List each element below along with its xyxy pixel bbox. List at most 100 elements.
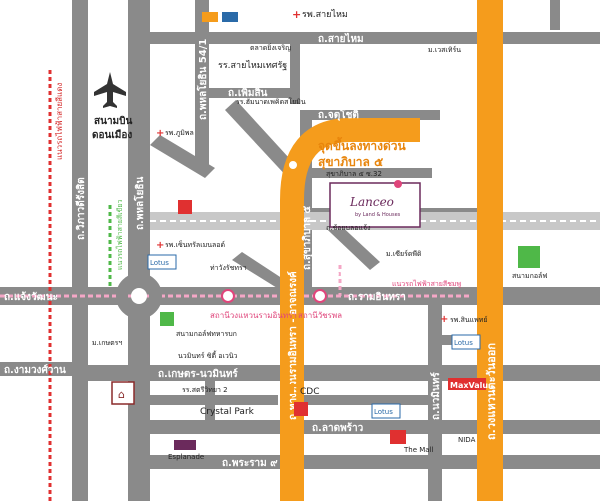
label-phahon-yothin: ถ.พหลโยธิน: [133, 177, 146, 230]
landmark-esplanade: Esplanade: [168, 453, 204, 461]
airport-label-line2: ดอนเมือง: [92, 129, 132, 141]
landmark-bhumibol: รพ.ภูมิพล: [165, 129, 194, 137]
road-right-vertical: [550, 0, 560, 30]
label-chotana: ถ.จตุโชติ: [318, 108, 359, 121]
road-small-vertical: [205, 381, 215, 421]
expressway-junction-line1: จุดขึ้นลงทางด่วน: [318, 136, 406, 154]
landmark-sommanat: รร.ฮัมนาดเพคิดสโยมิน: [236, 97, 306, 106]
landmark-sai-mai-hosp: รพ.สายไหม: [302, 9, 348, 20]
cdc-icon: [284, 384, 294, 394]
landmark-watcharapon: ม.เซียร์ดพีดิ: [386, 250, 422, 258]
landmark-nida: NIDA: [458, 436, 476, 444]
expressway-eastern-label: ถ.วงแหวนตะวันออก: [485, 343, 498, 440]
road-soi32: [312, 168, 432, 178]
roundabout-center: [131, 288, 147, 304]
road-phermsin-vertical: [290, 44, 300, 104]
project-tagline: by Land & Houses: [355, 212, 401, 218]
landmark-tops: ท่าวังรัชทรา: [210, 264, 247, 272]
golf-icon: [160, 312, 174, 326]
central-icon-2: [294, 402, 308, 416]
shop-icon-top: [202, 12, 218, 22]
landmark-maxvalu: MaxValu: [450, 381, 488, 390]
road-diagonal-sommanat: [225, 100, 300, 180]
airplane-icon: [94, 72, 126, 108]
project-logo-box: [329, 182, 421, 228]
road-lat-phrao: [150, 420, 600, 434]
carrefour-icon: [222, 12, 238, 22]
label-kaset-nawamin: ถ.เกษตร-นวมินทร์: [158, 368, 238, 380]
landmark-mvalley: ม.เวสเทิร์น: [428, 46, 461, 54]
expressway: [280, 0, 503, 501]
road-kaset-nawamin: [88, 365, 600, 381]
lotus-icon: [147, 254, 177, 270]
landmark-sakol-school: รร.สตรีวิทยา 2: [182, 386, 228, 394]
landmark-golf-east: สนามกอล์ฟ: [512, 272, 547, 280]
label-chaeng-watthana: ถ.แจ้งวัฒนะ: [4, 291, 58, 303]
landmark-ram-intra-hosp: รพ.เซ็นทรัลเมนลอด์: [165, 240, 225, 249]
airport-label-line1: สนามบิน: [94, 115, 132, 127]
hospital-icon-3: +: [156, 240, 164, 251]
label-watcharapon: ถ.วัชรพล: [312, 267, 352, 279]
road-hathai: [290, 395, 428, 405]
hospital-icon-2: +: [156, 128, 164, 139]
junction-marker: [287, 159, 299, 171]
road-vibhavadi: [72, 0, 88, 501]
expressway-junction-line2: สุขาภิบาล ๕: [318, 155, 383, 170]
maxvalu-icon: [448, 378, 486, 390]
lotus-icon-3: [371, 403, 401, 419]
roundabout: [116, 273, 162, 319]
label-ram-intra: ถ.รามอินทรา: [348, 291, 406, 303]
landmark-nawamin-city: นวมินทร์ ซิตี้ อเวนิว: [178, 349, 238, 360]
road-phermsin: [209, 88, 299, 98]
road-chotana: [300, 110, 440, 120]
lotus-label-3: Lotus: [374, 408, 393, 416]
landmark-sai-mai-school: รร.สายไหมเทศรัฐ: [218, 60, 287, 71]
road-chamwongwan: [0, 362, 80, 376]
landmark-crystal-park: Crystal Park: [200, 407, 255, 417]
project-pin-icon: [394, 180, 402, 188]
label-sukhaphiban5: ถ.สุขาภิบาล ๕: [301, 205, 313, 270]
expressway-ramintra: [280, 118, 420, 501]
label-sai-mai: ถ.สายไหม: [318, 32, 364, 45]
museum-glyph: ⌂: [118, 388, 125, 401]
label-phermsin: ถ.เพิ่มสิน: [228, 85, 268, 99]
lotus-icon-2: [451, 334, 481, 350]
golf-icon-east: [518, 246, 540, 268]
bts-station-ramintra: [221, 289, 235, 303]
the-mall-icon: [390, 430, 406, 444]
esplanade-icon: [174, 440, 196, 450]
road-diagonal-connector: [150, 135, 215, 178]
label-chamwongwan: ถ.งามวงศ์วาน: [4, 364, 66, 376]
landmark-lam-luk: ตลาดยิ่งเจริญ: [250, 43, 291, 52]
landmark-bts-line: แนวรถไฟฟ้าสายสีชมพู: [392, 279, 462, 288]
label-cheorkprakan: ถ.ช้อยบลอแจ้ง: [326, 224, 371, 232]
green-rail-label: แนวรถไฟฟ้าสายสีเขียว: [115, 200, 124, 270]
road-phra-ram-9: [150, 455, 600, 469]
landmarks: + รพ.สายไหม ตลาดยิ่งเจริญ รร.สายไหมเทศรั…: [92, 8, 547, 461]
label-vibhavadi: ถ.วิภาวดีรังสิต: [75, 177, 87, 240]
hospital-icon: +: [292, 8, 301, 21]
central-icon: [178, 200, 192, 214]
label-lat-phrao: ถ.ลาดพร้าว: [312, 422, 364, 434]
label-phra-ram-9: ถ.พระราม ๙: [222, 458, 278, 469]
landmark-ram-intra-km4: รพ.สินแพทย์: [450, 316, 488, 324]
label-phahon-54-1: ถ.พหลโยธิน 54/1: [196, 39, 209, 120]
project-lanceo: Lanceo by Land & Houses: [329, 180, 421, 228]
station-watcharapon-label: สถานีวัชรพล: [298, 311, 342, 320]
landmark-the-mall: The Mall: [403, 446, 434, 454]
museum-icon: [111, 381, 135, 405]
hospital-icon-4: +: [440, 314, 448, 325]
label-soi32: สุขาภิบาล ๕ ซ.32: [326, 170, 382, 178]
landmark-kaset-uni: ม.เกษตรฯ: [92, 339, 122, 347]
landmark-cdc: CDC: [300, 387, 320, 397]
lotus-label-2: Lotus: [454, 339, 473, 347]
label-nawamin: ถ.นวมินทร์: [430, 372, 442, 420]
rail-label: แนวรถไฟฟ้าสายสีแดง: [55, 83, 64, 160]
lotus-label: Lotus: [150, 259, 169, 267]
expressway-ramintra-label: ถ.ทางด่วนรามอินทรา - อาจณรงค์: [287, 271, 299, 420]
landmark-golf-course: สนามกอล์ฟทหารบก: [176, 330, 237, 338]
road-phahon-yothin: [128, 0, 150, 501]
station-ramintra-label: สถานีวงแหวนรามอินทรา: [210, 311, 297, 320]
project-brand: Lanceo: [349, 195, 394, 209]
